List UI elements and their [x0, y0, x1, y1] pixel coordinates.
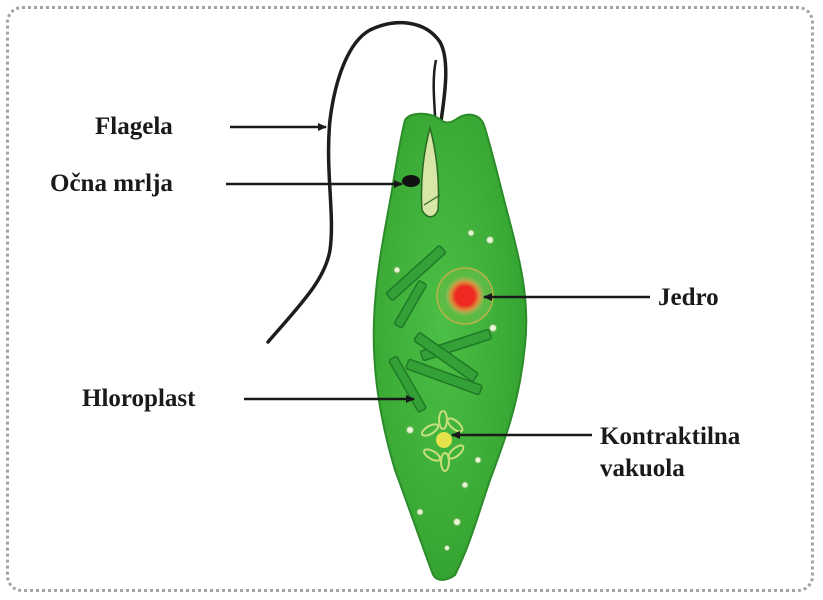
label-kontraktilna-vakuola: Kontraktilna vakuola [600, 421, 740, 485]
label-flagela: Flagela [95, 112, 173, 142]
label-jedro: Jedro [658, 283, 719, 313]
label-hloroplast: Hloroplast [82, 384, 195, 414]
label-kontraktilna-line1: Kontraktilna [600, 421, 740, 453]
label-kontraktilna-line2: vakuola [600, 453, 740, 485]
label-ocna-mrlja: Očna mrlja [50, 169, 173, 199]
eyespot [402, 175, 420, 187]
